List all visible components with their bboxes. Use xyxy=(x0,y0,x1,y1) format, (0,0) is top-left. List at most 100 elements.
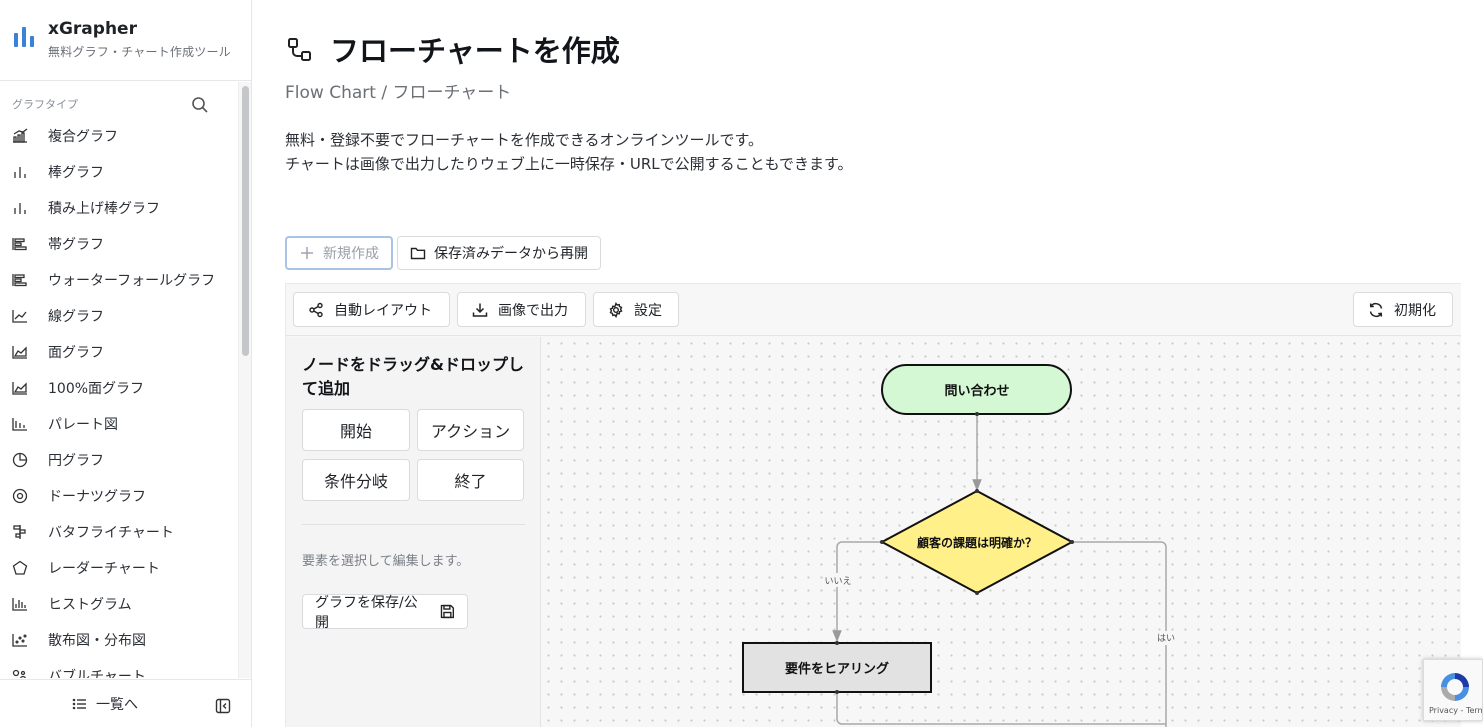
download-icon xyxy=(472,303,488,317)
butterfly-chart-icon xyxy=(13,525,26,539)
sidebar-item[interactable]: ウォーターフォールグラフ xyxy=(0,262,237,298)
edge-action-out[interactable] xyxy=(836,693,1166,725)
plus-icon xyxy=(301,247,313,259)
search-icon[interactable] xyxy=(191,96,209,114)
sidebar-item[interactable]: 線グラフ xyxy=(0,298,237,334)
share-nodes-icon xyxy=(309,302,323,317)
palette-start-node[interactable]: 開始 xyxy=(302,409,410,451)
action-handle-top[interactable] xyxy=(835,641,839,645)
reset-button[interactable]: 初期化 xyxy=(1353,292,1453,327)
palette-action-node[interactable]: アクション xyxy=(417,409,524,451)
sidebar-item-label: 100%面グラフ xyxy=(48,381,145,397)
reset-label: 初期化 xyxy=(1394,302,1436,319)
area-chart-icon xyxy=(12,346,27,359)
line-chart-icon xyxy=(12,310,27,323)
decision-handle-bottom[interactable] xyxy=(975,591,979,595)
decision-handle-left[interactable] xyxy=(880,540,884,544)
sidebar-item-label: バブルチャート xyxy=(48,669,146,678)
refresh-icon xyxy=(1369,302,1383,317)
action-node[interactable] xyxy=(742,642,932,693)
donut-chart-icon xyxy=(12,488,28,504)
sidebar-item-label: 積み上げ棒グラフ xyxy=(48,201,160,217)
sidebar-item-label: 円グラフ xyxy=(48,453,104,469)
flow-canvas[interactable]: いいえ はい 問い合わせ 顧客の課題は明確か？ 要件をヒアリング xyxy=(542,337,1461,727)
palette-end-node[interactable]: 終了 xyxy=(417,459,524,501)
sidebar-item[interactable]: 散布図・分布図 xyxy=(0,622,237,658)
bar-chart-icon xyxy=(14,167,26,178)
start-node-label: 問い合わせ xyxy=(944,383,1009,399)
load-saved-button[interactable]: 保存済みデータから再開 xyxy=(397,236,601,270)
floppy-disk-icon xyxy=(440,604,455,619)
area-100-chart-icon xyxy=(12,382,27,395)
chart-type-nav: グラフタイプ 複合グラフ棒グラフ積み上げ棒グラフ帯グラフウォーターフォールグラフ… xyxy=(0,82,237,678)
editor-toolbar: 自動レイアウト 画像で出力 設定 xyxy=(286,284,1461,336)
edge-yes-label-bg xyxy=(1154,631,1178,645)
folder-icon xyxy=(410,247,426,260)
load-saved-label: 保存済みデータから再開 xyxy=(434,246,588,262)
radar-chart-icon xyxy=(12,560,28,575)
sidebar-item-label: ウォーターフォールグラフ xyxy=(48,273,216,289)
sidebar-item[interactable]: バブルチャート xyxy=(0,658,237,678)
edge-yes[interactable] xyxy=(1072,541,1167,727)
gear-icon xyxy=(609,301,623,318)
waterfall-chart-icon xyxy=(12,274,27,287)
sidebar-footer: 一覧へ xyxy=(0,679,251,727)
brand-header[interactable]: xGrapher 無料グラフ・チャート作成ツール xyxy=(0,0,251,81)
sidebar-item-label: ヒストグラム xyxy=(48,597,132,613)
decision-handle-right[interactable] xyxy=(1070,540,1074,544)
sidebar-scrollbar[interactable] xyxy=(238,82,251,678)
settings-button[interactable]: 設定 xyxy=(593,292,679,327)
description-line-1: 無料・登録不要でフローチャートを作成できるオンラインツールです。 xyxy=(285,131,764,149)
sidebar-item-label: 棒グラフ xyxy=(48,165,104,181)
save-publish-label: グラフを保存/公開 xyxy=(315,594,418,631)
sidebar-item[interactable]: 複合グラフ xyxy=(0,118,237,154)
sidebar-item-label: 散布図・分布図 xyxy=(48,633,146,649)
start-handle-bottom[interactable] xyxy=(975,412,979,416)
sidebar-item[interactable]: ドーナツグラフ xyxy=(0,478,237,514)
settings-label: 設定 xyxy=(634,302,662,319)
recaptcha-links[interactable]: Privacy - Terms xyxy=(1429,706,1482,715)
sidebar-item[interactable]: パレート図 xyxy=(0,406,237,442)
list-link[interactable]: 一覧へ xyxy=(72,694,138,714)
sidebar-item[interactable]: ヒストグラム xyxy=(0,586,237,622)
flow-diagram: いいえ はい 問い合わせ 顧客の課題は明確か？ 要件をヒアリング xyxy=(742,364,1178,727)
export-image-button[interactable]: 画像で出力 xyxy=(457,292,586,327)
recaptcha-badge[interactable]: Privacy - Terms xyxy=(1423,659,1483,721)
edge-no[interactable] xyxy=(832,541,882,643)
scrollbar-thumb[interactable] xyxy=(242,86,249,356)
histogram-icon xyxy=(12,598,27,611)
sidebar-item[interactable]: 帯グラフ xyxy=(0,226,237,262)
auto-layout-button[interactable]: 自動レイアウト xyxy=(293,292,450,327)
sidebar-collapse-icon[interactable] xyxy=(215,698,231,714)
logo-bar-chart-icon xyxy=(14,27,34,47)
edge-no-label: いいえ xyxy=(824,576,851,587)
brand-tagline: 無料グラフ・チャート作成ツール xyxy=(48,45,231,59)
sidebar-item[interactable]: レーダーチャート xyxy=(0,550,237,586)
sidebar-item[interactable]: 面グラフ xyxy=(0,334,237,370)
sidebar-item[interactable]: 積み上げ棒グラフ xyxy=(0,190,237,226)
palette-title: ノードをドラッグ&ドロップして追加 xyxy=(302,355,524,398)
save-publish-button[interactable]: グラフを保存/公開 xyxy=(302,594,468,631)
action-handle-bottom[interactable] xyxy=(835,690,839,694)
sidebar: xGrapher 無料グラフ・チャート作成ツール グラフタイプ 複合グラフ棒グラ… xyxy=(0,0,252,727)
palette-hint: 要素を選択して編集します。 xyxy=(302,554,470,569)
flowchart-editor: 自動レイアウト 画像で出力 設定 xyxy=(285,283,1461,727)
sidebar-item[interactable]: 円グラフ xyxy=(0,442,237,478)
sidebar-item-label: ドーナツグラフ xyxy=(48,489,146,505)
node-palette: ノードをドラッグ&ドロップして追加 開始 アクション 条件分岐 終了 要素を選択… xyxy=(286,337,541,727)
edge-yes-label: はい xyxy=(1157,633,1175,644)
nav-list: 複合グラフ棒グラフ積み上げ棒グラフ帯グラフウォーターフォールグラフ線グラフ面グラ… xyxy=(0,118,237,678)
auto-layout-label: 自動レイアウト xyxy=(334,302,432,319)
decision-handle-top[interactable] xyxy=(975,489,979,493)
page-description: 無料・登録不要でフローチャートを作成できるオンラインツールです。 チャートは画像… xyxy=(285,128,853,176)
sidebar-item[interactable]: バタフライチャート xyxy=(0,514,237,550)
new-chart-button[interactable]: 新規作成 xyxy=(285,236,393,270)
palette-condition-node[interactable]: 条件分岐 xyxy=(302,459,410,501)
scatter-chart-icon xyxy=(12,634,27,647)
sidebar-item[interactable]: 100%面グラフ xyxy=(0,370,237,406)
sidebar-item-label: パレート図 xyxy=(48,417,118,433)
description-line-2: チャートは画像で出力したりウェブ上に一時保存・URLで公開することもできます。 xyxy=(285,155,853,173)
sidebar-item[interactable]: 棒グラフ xyxy=(0,154,237,190)
pareto-chart-icon xyxy=(12,418,27,431)
band-chart-icon xyxy=(12,238,27,251)
